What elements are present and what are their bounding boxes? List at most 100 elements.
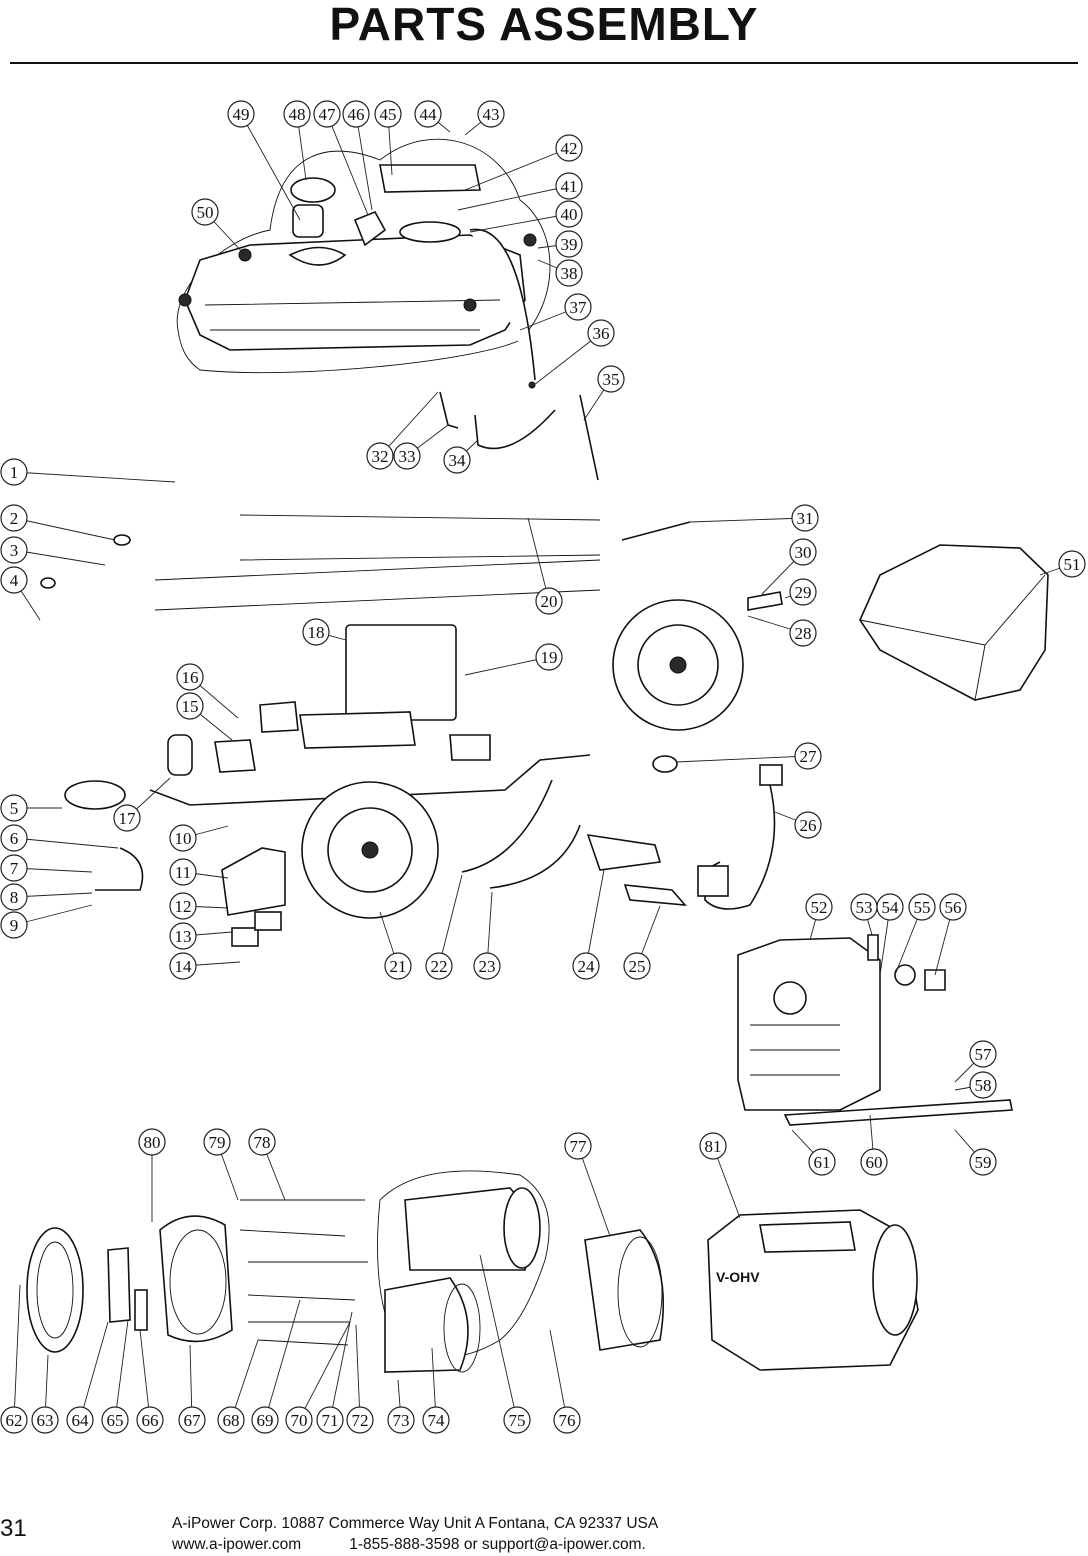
callout-76: 76 bbox=[553, 1406, 581, 1434]
callout-circle bbox=[789, 578, 817, 606]
callout-circle bbox=[393, 442, 421, 470]
fuel-cap bbox=[290, 177, 336, 203]
callout-number: 56 bbox=[945, 898, 962, 917]
callout-number: 60 bbox=[866, 1153, 883, 1172]
callout-21: 21 bbox=[384, 952, 412, 980]
callout-circle bbox=[0, 794, 28, 822]
callout-1: 1 bbox=[0, 458, 28, 486]
callout-73: 73 bbox=[387, 1406, 415, 1434]
callout-number: 30 bbox=[795, 543, 812, 562]
callout-number: 42 bbox=[561, 139, 578, 158]
callout-8: 8 bbox=[0, 883, 28, 911]
callout-22: 22 bbox=[425, 952, 453, 980]
callout-number: 67 bbox=[184, 1411, 202, 1430]
leader-line-2 bbox=[13, 517, 116, 541]
callout-number: 20 bbox=[541, 592, 558, 611]
leader-line-32 bbox=[379, 391, 439, 457]
footer-address: A-iPower Corp. 10887 Commerce Way Unit A… bbox=[172, 1515, 659, 1532]
callout-circle bbox=[503, 1406, 531, 1434]
callout-40: 40 bbox=[555, 200, 583, 228]
leader-line-19 bbox=[464, 656, 550, 676]
callout-43: 43 bbox=[477, 100, 505, 128]
page-title: PARTS ASSEMBLY bbox=[329, 0, 759, 50]
callout-42: 42 bbox=[555, 134, 583, 162]
leader-line-40 bbox=[469, 213, 570, 233]
callout-circle bbox=[346, 1406, 374, 1434]
callout-circle bbox=[555, 259, 583, 287]
callout-circle bbox=[169, 892, 197, 920]
callout-circle bbox=[808, 1148, 836, 1176]
callout-number: 69 bbox=[257, 1411, 274, 1430]
leader-line-46 bbox=[355, 113, 373, 211]
wheel-cap bbox=[652, 755, 678, 773]
callout-circle bbox=[113, 804, 141, 832]
callout-33: 33 bbox=[393, 442, 421, 470]
callout-circle bbox=[564, 1132, 592, 1160]
callout-circle bbox=[623, 952, 651, 980]
callout-79: 79 bbox=[203, 1128, 231, 1156]
callout-number: 43 bbox=[483, 105, 500, 124]
callout-number: 18 bbox=[308, 623, 325, 642]
callout-number: 35 bbox=[603, 370, 620, 389]
callout-number: 39 bbox=[561, 235, 578, 254]
callout-62: 62 bbox=[0, 1406, 28, 1434]
callout-number: 27 bbox=[800, 747, 818, 766]
callout-number: 49 bbox=[233, 105, 250, 124]
callout-circle bbox=[342, 100, 370, 128]
callout-number: 4 bbox=[10, 571, 19, 590]
title-divider bbox=[10, 62, 1078, 64]
callout-16: 16 bbox=[176, 663, 204, 691]
callout-number: 51 bbox=[1064, 555, 1081, 574]
callout-circle bbox=[384, 952, 412, 980]
callout-number: 10 bbox=[175, 829, 192, 848]
callout-number: 9 bbox=[10, 916, 19, 935]
callout-50: 50 bbox=[191, 198, 219, 226]
callout-circle bbox=[553, 1406, 581, 1434]
frame-tube-right bbox=[499, 477, 593, 790]
callout-circle bbox=[789, 619, 817, 647]
callout-14: 14 bbox=[169, 952, 197, 980]
callout-circle bbox=[969, 1071, 997, 1099]
leader-line-22 bbox=[438, 874, 463, 967]
callout-number: 3 bbox=[10, 541, 19, 560]
battery-cable-negative bbox=[461, 779, 553, 873]
callout-number: 36 bbox=[593, 324, 610, 343]
callout-34: 34 bbox=[443, 446, 471, 474]
callout-68: 68 bbox=[217, 1406, 245, 1434]
callout-number: 32 bbox=[372, 447, 389, 466]
callout-circle bbox=[366, 442, 394, 470]
callout-number: 64 bbox=[72, 1411, 90, 1430]
leader-line-1 bbox=[13, 471, 176, 483]
callout-10: 10 bbox=[169, 824, 197, 852]
callout-circle bbox=[138, 1128, 166, 1156]
callout-11: 11 bbox=[169, 858, 197, 886]
callout-number: 25 bbox=[629, 957, 646, 976]
callout-number: 48 bbox=[289, 105, 306, 124]
engine-model-label: V-OHV bbox=[716, 1269, 760, 1285]
callout-circle bbox=[422, 1406, 450, 1434]
leader-line-70 bbox=[298, 1321, 351, 1421]
callout-number: 79 bbox=[209, 1133, 226, 1152]
footer-website[interactable]: www.a-ipower.com bbox=[172, 1536, 302, 1553]
callout-31: 31 bbox=[791, 504, 819, 532]
callout-52: 52 bbox=[805, 893, 833, 921]
callout-number: 5 bbox=[10, 799, 19, 818]
callout-23: 23 bbox=[473, 952, 501, 980]
callout-number: 19 bbox=[541, 648, 558, 667]
callout-38: 38 bbox=[555, 259, 583, 287]
callout-circle bbox=[217, 1406, 245, 1434]
callout-circle bbox=[789, 538, 817, 566]
callout-18: 18 bbox=[302, 618, 330, 646]
battery-cover bbox=[167, 734, 193, 776]
stator bbox=[384, 1277, 469, 1373]
callout-67: 67 bbox=[178, 1406, 206, 1434]
callout-circle bbox=[176, 663, 204, 691]
callout-69: 69 bbox=[251, 1406, 279, 1434]
callout-80: 80 bbox=[138, 1128, 166, 1156]
handle-tube bbox=[47, 544, 133, 777]
callout-number: 11 bbox=[175, 863, 191, 882]
callout-number: 74 bbox=[428, 1411, 446, 1430]
callout-3: 3 bbox=[0, 536, 28, 564]
front-housing bbox=[584, 1229, 665, 1351]
callout-circle bbox=[587, 319, 615, 347]
